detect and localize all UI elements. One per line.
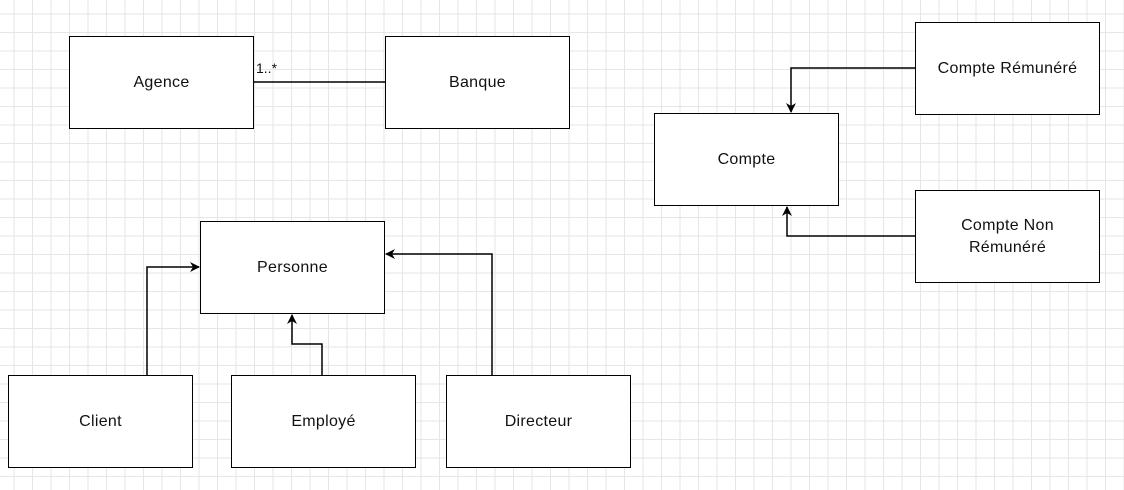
class-banque-label: Banque (449, 73, 506, 91)
class-compte-label: Compte (717, 150, 776, 168)
inheritance-line-compte-remunere-compte (786, 67, 915, 113)
class-employe[interactable]: Employé (231, 375, 416, 468)
class-compte-non-remunere-label: Compte Non Rémunéré (961, 216, 1054, 256)
inheritance-line-client-personne (146, 262, 200, 375)
class-compte-non-remunere[interactable]: Compte Non Rémunéré (915, 190, 1100, 283)
class-personne-label: Personne (257, 258, 328, 276)
class-directeur[interactable]: Directeur (446, 375, 631, 468)
class-client[interactable]: Client (8, 375, 193, 468)
class-compte-remunere-label: Compte Rémunéré (937, 59, 1078, 77)
class-agence[interactable]: Agence (69, 36, 254, 129)
class-agence-label: Agence (133, 73, 190, 91)
multiplicity-label: 1..* (256, 60, 278, 76)
class-compte[interactable]: Compte (654, 113, 839, 206)
class-directeur-label: Directeur (504, 412, 573, 430)
inheritance-line-employe-personne (287, 314, 323, 375)
class-personne[interactable]: Personne (200, 221, 385, 314)
inheritance-line-compte-non-remunere-compte (782, 206, 915, 237)
class-banque[interactable]: Banque (385, 36, 570, 129)
inheritance-line-directeur-personne (385, 249, 493, 375)
class-employe-label: Employé (291, 412, 356, 430)
class-client-label: Client (79, 412, 122, 430)
class-compte-remunere[interactable]: Compte Rémunéré (915, 22, 1100, 115)
